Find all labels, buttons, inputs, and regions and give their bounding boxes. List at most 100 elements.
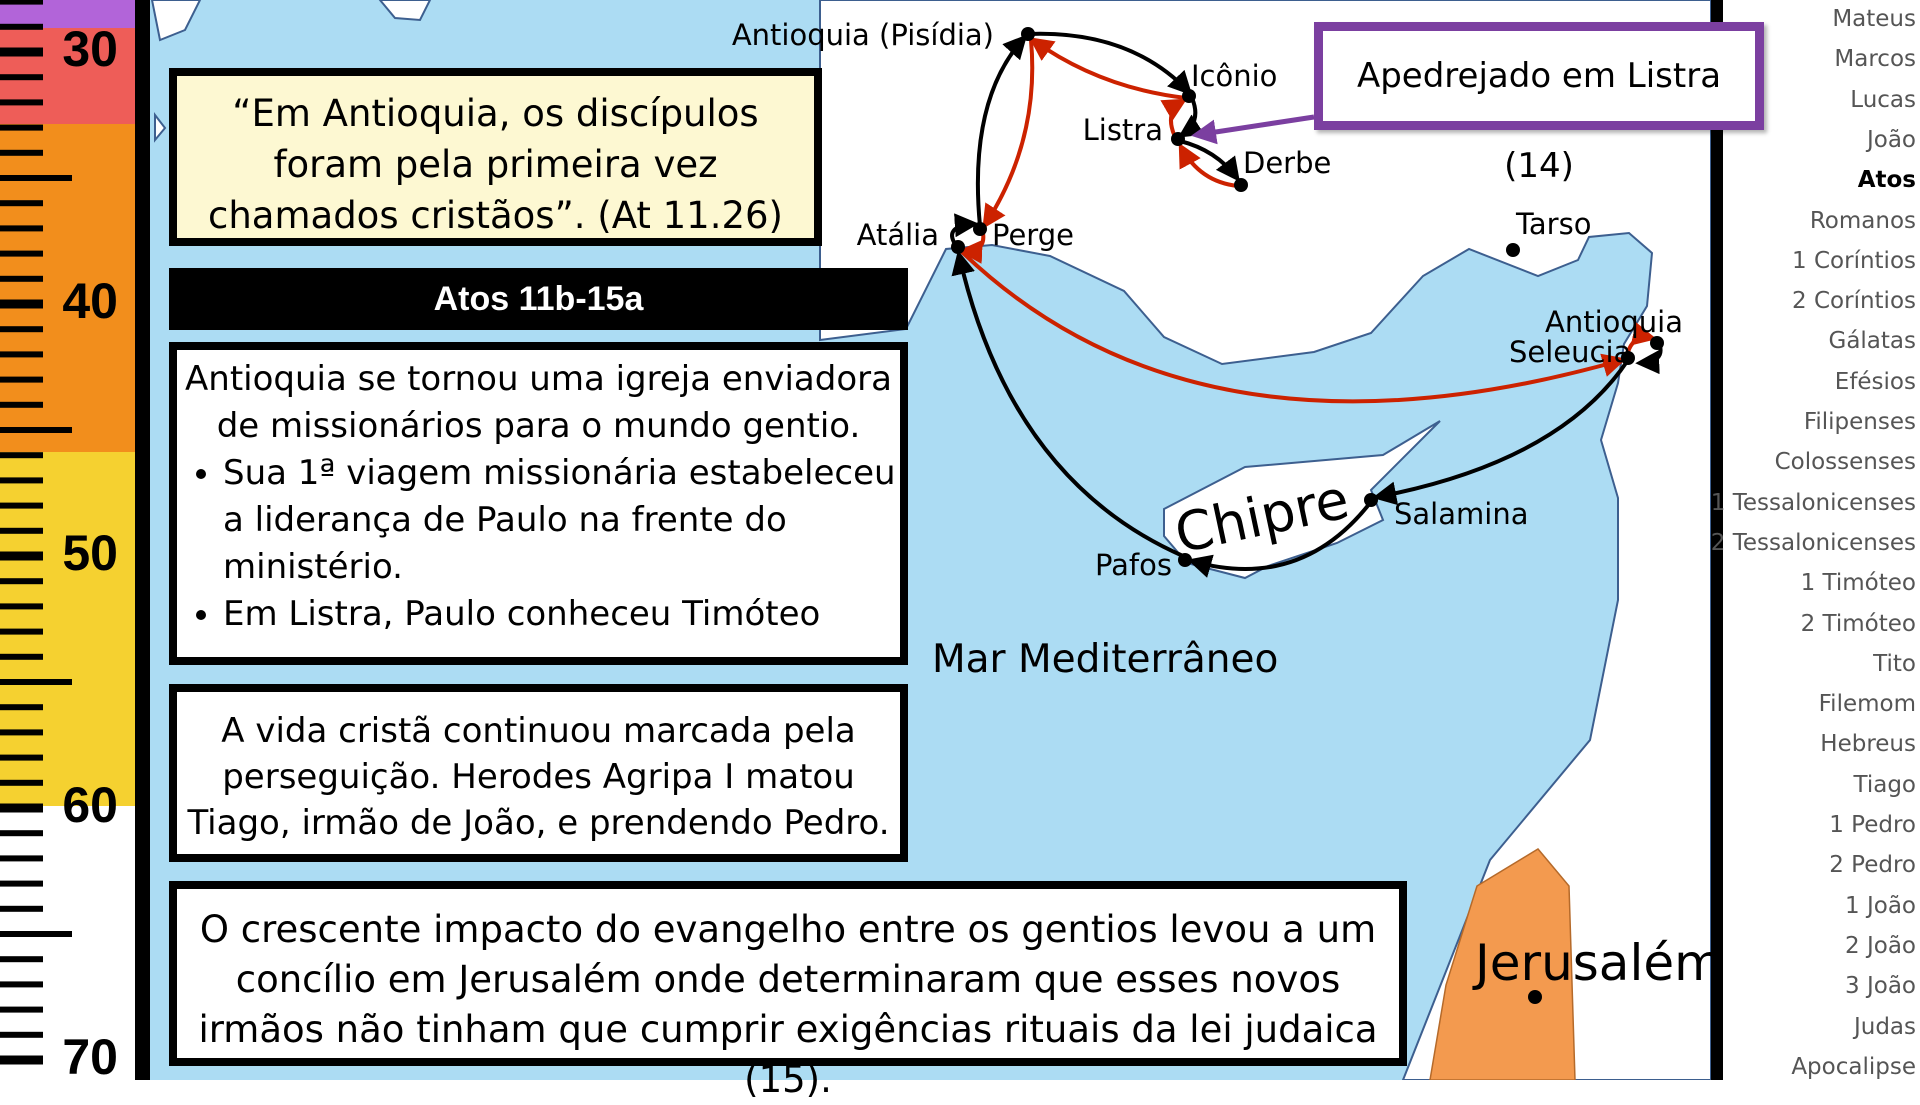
sidebar-item-3-joão[interactable]: 3 João: [1845, 973, 1916, 1000]
ruler-tick: [0, 956, 43, 963]
city-dot-antioquia-pisidia: [1021, 27, 1035, 41]
ruler-half-tick: [0, 427, 72, 433]
summary-intro: Antioquia se tornou uma igreja enviadora…: [185, 359, 892, 446]
bullet-item: Em Listra, Paulo conheceu Timóteo: [223, 591, 898, 638]
callout-text: Apedrejado em Listra (14): [1356, 56, 1722, 186]
ruler-tick: [0, 0, 43, 5]
sidebar-item-joão[interactable]: João: [1866, 126, 1916, 153]
region-label: Jerusalém: [1472, 934, 1723, 992]
summary-bullets: Sua 1ª viagem missionária estabeleceu a …: [179, 450, 898, 638]
ruler-tick: [0, 200, 43, 207]
ruler-tick: [0, 905, 43, 912]
summary-box: Antioquia se tornou uma igreja enviadora…: [169, 342, 908, 665]
sidebar-item-colossenses[interactable]: Colossenses: [1774, 449, 1916, 476]
place-label: Derbe: [1243, 146, 1331, 180]
city-dot-jerusalem: [1528, 990, 1542, 1004]
ruler-tick: [0, 99, 43, 106]
ruler-tick: [0, 401, 43, 408]
route-outbound: [950, 213, 979, 246]
sidebar-item-1-coríntios[interactable]: 1 Coríntios: [1792, 247, 1916, 274]
place-label: Antioquia: [1545, 305, 1683, 339]
ruler-major-tick: [0, 803, 43, 813]
ruler-tick: [0, 704, 43, 711]
sidebar-item-2-tessalonicenses[interactable]: 2 Tessalonicenses: [1710, 529, 1916, 556]
city-dot-iconio: [1182, 89, 1196, 103]
council-box: O crescente impacto do evangelho entre o…: [169, 881, 1407, 1101]
ruler-tick: [0, 880, 43, 887]
sidebar-item-romanos[interactable]: Romanos: [1809, 207, 1916, 234]
sidebar-item-efésios[interactable]: Efésios: [1834, 368, 1916, 395]
sidebar-item-2-coríntios[interactable]: 2 Coríntios: [1792, 288, 1916, 315]
ruler-label: 60: [62, 777, 118, 833]
city-dot-seleucia: [1621, 351, 1635, 365]
island: [150, 0, 202, 42]
quote-box: “Em Antioquia, os discípulos foram pela …: [169, 68, 822, 246]
sidebar-item-1-timóteo[interactable]: 1 Timóteo: [1800, 570, 1916, 597]
ruler-divider: [135, 0, 150, 1080]
sidebar-item-marcos[interactable]: Marcos: [1834, 46, 1916, 73]
timeline-ruler: 30 40 50 60 70: [0, 0, 135, 1080]
sidebar-item-atos[interactable]: Atos: [1857, 167, 1916, 194]
city-dot-pafos: [1178, 553, 1192, 567]
sea-label: Mar Mediterrâneo: [932, 637, 1278, 682]
island: [154, 112, 167, 143]
ruler-label: 40: [62, 273, 118, 329]
map-border: [1711, 0, 1723, 1080]
sidebar-item-tito[interactable]: Tito: [1873, 650, 1916, 677]
ruler-label: 70: [62, 1029, 118, 1080]
city-dots: [951, 27, 1664, 1004]
council-text: O crescente impacto do evangelho entre o…: [198, 908, 1378, 1101]
ruler-tick: [0, 653, 43, 660]
route-outbound: [975, 34, 1028, 227]
place-label: Tarso: [1515, 207, 1591, 241]
ruler-major-tick: [0, 1055, 43, 1065]
ruler-tick: [0, 74, 43, 81]
travel-routes: [950, 31, 1663, 578]
city-dot-antioquia: [1650, 336, 1664, 350]
sidebar-item-hebreus[interactable]: Hebreus: [1820, 731, 1916, 758]
place-label: Seleucia: [1509, 335, 1631, 369]
ruler-tick: [0, 527, 43, 534]
sidebar-item-2-pedro[interactable]: 2 Pedro: [1829, 852, 1916, 879]
ruler-tick: [0, 225, 43, 232]
sidebar-item-judas[interactable]: Judas: [1853, 1013, 1916, 1040]
ruler-major-tick: [0, 47, 43, 57]
sidebar-item-2-timóteo[interactable]: 2 Timóteo: [1800, 610, 1916, 637]
ruler-tick: [0, 149, 43, 156]
ruler-half-tick: [0, 175, 72, 181]
ruler-major-tick: [0, 551, 43, 561]
ruler-label: 50: [62, 525, 118, 581]
sidebar-item-lucas[interactable]: Lucas: [1850, 86, 1916, 113]
ruler-tick: [0, 376, 43, 383]
ruler-tick: [0, 981, 43, 988]
sidebar-item-mateus[interactable]: Mateus: [1832, 6, 1916, 32]
sidebar-item-2-joão[interactable]: 2 João: [1845, 932, 1916, 959]
ruler-tick: [0, 830, 43, 837]
ruler-tick: [0, 250, 43, 257]
persecution-text: A vida cristã continuou marcada pela per…: [187, 711, 890, 843]
sidebar-item-apocalipse[interactable]: Apocalipse: [1791, 1053, 1916, 1080]
city-dot-salamina: [1364, 493, 1378, 507]
sidebar-item-gálatas[interactable]: Gálatas: [1828, 328, 1917, 355]
route-outbound: [1027, 31, 1193, 96]
sidebar-item-1-joão[interactable]: 1 João: [1845, 892, 1916, 919]
sidebar-item-1-tessalonicenses[interactable]: 1 Tessalonicenses: [1710, 489, 1916, 516]
route-outbound: [1187, 501, 1372, 578]
route-return: [1029, 37, 1187, 100]
sidebar-item-filipenses[interactable]: Filipenses: [1803, 409, 1916, 435]
ruler-half-tick: [0, 931, 72, 937]
place-label: Perge: [992, 218, 1074, 252]
city-dot-atalia: [951, 240, 965, 254]
route-outbound: [1177, 97, 1205, 138]
ruler-tick: [0, 351, 43, 358]
ruler-tick: [0, 578, 43, 585]
sidebar-item-1-pedro[interactable]: 1 Pedro: [1829, 812, 1916, 838]
place-label: Antioquia (Pisídia): [732, 18, 994, 52]
ruler-tick: [0, 603, 43, 610]
ruler-half-tick: [0, 679, 72, 685]
quote-text: “Em Antioquia, os discípulos foram pela …: [208, 92, 783, 237]
sidebar-item-filemom[interactable]: Filemom: [1818, 691, 1916, 718]
ruler-tick: [0, 275, 43, 282]
sidebar-item-tiago[interactable]: Tiago: [1853, 771, 1917, 798]
